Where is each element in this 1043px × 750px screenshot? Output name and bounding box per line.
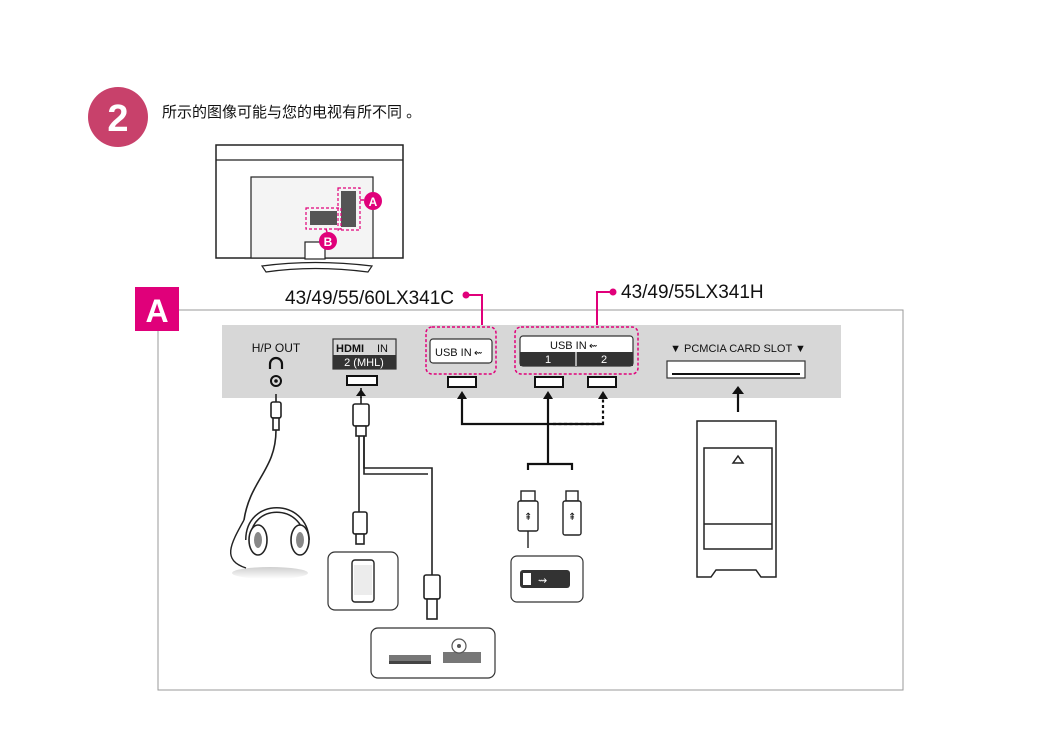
usb-single-label-box — [429, 338, 493, 364]
usb-port-2 — [587, 376, 617, 388]
tv-port-area-b — [310, 211, 337, 225]
usb-dual-label: USB IN — [550, 340, 587, 352]
step-number-circle — [88, 87, 148, 147]
panel-badge-label: A — [145, 293, 168, 329]
usb-symbol-icon: ⇞ — [524, 512, 532, 523]
smartphone-icon — [351, 559, 375, 603]
panel-a: A 43/49/55/60LX341C 43/49/55LX341H H/P O… — [135, 282, 904, 691]
pcmcia-slot — [666, 360, 806, 379]
hdmi-cable — [352, 397, 441, 620]
headphone-cable — [243, 394, 282, 521]
usb-port-single — [447, 376, 477, 388]
step-header: 2 所示的图像可能与您的电视有所不同 。 — [88, 87, 421, 147]
hdmi-label-box: HDMI IN 2 (MHL) — [332, 338, 397, 370]
callout-b-marker — [319, 232, 337, 250]
usb-drive-icon: ⇝ — [520, 570, 570, 588]
usb-cable-connector — [517, 490, 539, 548]
model-right-label: 43/49/55LX341H — [621, 282, 764, 303]
usb-port2-label: 2 — [601, 354, 607, 366]
usb-single-label: USB IN — [435, 347, 472, 359]
step-number: 2 — [107, 98, 128, 140]
av-device-box — [370, 627, 496, 679]
hdmi-port — [346, 375, 378, 386]
callout-a-marker — [364, 192, 382, 210]
headphone-glyph-icon — [268, 356, 284, 369]
model-left-label: 43/49/55/60LX341C — [285, 288, 454, 309]
step-note: 所示的图像可能与您的电视有所不同 。 — [162, 104, 421, 121]
tv-stand-base — [260, 261, 374, 273]
tv-rear-overview: A B — [215, 144, 404, 273]
usb-port-1 — [534, 376, 564, 388]
callout-a-label: A — [369, 195, 378, 209]
usb-symbol-icon: ⇜ — [474, 348, 482, 359]
headphones-icon — [229, 507, 310, 579]
callout-b-label: B — [324, 235, 333, 249]
disc-player-icon — [443, 638, 481, 663]
usb-memory-stick — [562, 490, 582, 536]
hdmi-sub-label: 2 (MHL) — [344, 357, 384, 369]
tv-port-area-a — [341, 191, 356, 227]
hp-jack-port — [270, 375, 282, 387]
hdmi-logo: HDMI — [336, 343, 364, 355]
pcmcia-label: ▼ PCMCIA CARD SLOT ▼ — [670, 343, 806, 355]
hp-out-label: H/P OUT — [252, 341, 301, 355]
usb-connection-lines — [460, 394, 603, 470]
panel-frame — [157, 309, 904, 691]
smartphone-device — [327, 551, 399, 611]
panel-badge — [135, 287, 179, 331]
set-top-box-icon — [389, 655, 431, 664]
usb-symbol-icon: ⇞ — [568, 512, 576, 523]
usb-drive-device: ⇝ — [510, 555, 584, 603]
usb-symbol-icon: ⇜ — [589, 341, 597, 352]
usb-symbol-icon: ⇝ — [538, 575, 547, 587]
tv-stand-neck — [304, 241, 326, 260]
ci-module-card-icon — [696, 420, 777, 578]
hdmi-in-label: IN — [377, 343, 388, 355]
usb-port1-label: 1 — [545, 354, 551, 366]
